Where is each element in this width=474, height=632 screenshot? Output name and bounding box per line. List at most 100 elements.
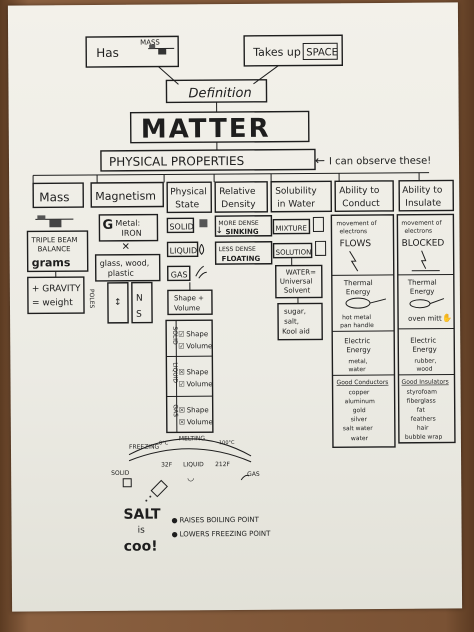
insulate-header-box — [398, 179, 455, 212]
magnet-arrow-icon: ↕ — [114, 298, 122, 308]
nonmagnetic-label-1: glass, wood, — [100, 259, 150, 268]
blocked-label: BLOCKED — [402, 239, 445, 249]
liquid-label: LIQUID — [170, 246, 198, 255]
insulate-electric-ex-2: wood — [416, 366, 432, 373]
conductor-copper: copper — [349, 389, 370, 396]
solubility-header-1: Solubility — [275, 186, 317, 196]
salt-is: is — [138, 526, 146, 536]
frying-pan-icon — [345, 297, 371, 309]
solid-low-label: SOLID — [111, 470, 130, 477]
gas-low-label: GAS — [247, 471, 260, 478]
conduct-header-box — [334, 180, 395, 213]
phase-arc-top — [128, 438, 252, 457]
more-dense-box — [214, 215, 273, 237]
grams-label: grams — [32, 256, 71, 269]
pole-s-label: S — [136, 310, 142, 320]
shape-volume-box — [167, 289, 213, 316]
check-liquid-volume: ☑ — [179, 380, 185, 388]
observe-note: I can observe these! — [329, 156, 431, 168]
metal-iron-box — [98, 213, 159, 242]
good-insulators-title: Good Insulators — [402, 379, 449, 386]
conduct-movement-2: electrons — [339, 228, 367, 235]
cross-liquid-shape: ☒ — [178, 368, 184, 376]
mass-header-box — [32, 182, 85, 209]
temp-212-label: 212F — [215, 461, 231, 468]
salt-shaker-icon — [145, 479, 168, 502]
gas-box — [167, 265, 191, 282]
liquid-low-label: LIQUID — [183, 461, 204, 468]
magnet-icon: G — [102, 218, 113, 233]
insulator-fat: fat — [417, 407, 426, 414]
cube-icon — [122, 478, 132, 488]
sink-arrow-icon: ↓ — [215, 226, 223, 236]
gas-label: GAS — [171, 270, 188, 279]
water-label: WATER= — [286, 268, 316, 276]
solution-cup-icon — [315, 240, 327, 256]
takes-up-label: Takes up — [252, 46, 301, 59]
insulator-bubble-wrap: bubble wrap — [405, 434, 443, 441]
raises-boiling-label: RAISES BOILING POINT — [179, 516, 259, 525]
example-sugar: sugar, — [284, 308, 306, 316]
steam-icon — [195, 265, 207, 279]
shape-volume-label-2: Volume — [174, 304, 200, 312]
bullet-1-icon: ● — [171, 516, 177, 524]
insulator-hair: hair — [417, 425, 429, 432]
conductor-aluminum: aluminum — [345, 398, 375, 405]
check-row-3: Shape — [186, 368, 208, 376]
nonmagnetic-label-2: plastic — [108, 269, 134, 278]
magnetism-header: Magnetism — [95, 190, 156, 203]
physical-state-header-box — [166, 181, 213, 214]
droplet-icon — [199, 243, 205, 255]
conductor-silver: silver — [351, 416, 368, 423]
concept-map: Has MASS Takes up SPACE Definition MATTE… — [26, 34, 456, 555]
check-solid-volume: ☑ — [178, 342, 184, 350]
conduct-thermal-1: Thermal — [343, 279, 373, 287]
solubility-header-2: in Water — [277, 199, 315, 209]
insulate-electric-2: Energy — [412, 346, 437, 354]
conduct-electric-ex-1: metal, — [348, 358, 367, 365]
relative-density-header-2: Density — [221, 200, 256, 210]
has-mass-box — [85, 35, 180, 68]
has-label: Has — [96, 46, 119, 60]
magnet-bar-right — [131, 281, 153, 324]
insulate-electric-1: Electric — [410, 337, 436, 345]
conduct-thermal-ex-1: hot metal — [342, 314, 371, 321]
cross-gas-volume: ☒ — [179, 418, 185, 426]
insulate-thermal-1: Thermal — [407, 279, 437, 287]
relative-density-header-1: Relative — [219, 187, 256, 197]
insulate-thermal-2: Energy — [410, 288, 435, 296]
lowers-freezing-label: LOWERS FREEZING POINT — [180, 530, 272, 539]
metal-label: Metal: — [115, 219, 140, 228]
check-row-4: Volume — [187, 380, 213, 388]
insulate-movement-2: electrons — [404, 228, 432, 235]
check-row-5: Shape — [187, 406, 209, 414]
cross-arrows-icon: ✕ — [122, 242, 130, 253]
conductor-gold: gold — [353, 407, 366, 414]
gravity-line1: + GRAVITY — [32, 284, 81, 294]
triple-beam-label-1: TRIPLE BEAM — [31, 236, 78, 244]
gravity-line2: = weight — [32, 298, 73, 308]
example-koolaid: Kool aid — [282, 327, 310, 335]
matter-box — [129, 110, 310, 144]
poles-label: POLES — [88, 289, 95, 309]
check-row-2: Volume — [186, 342, 212, 350]
space-label: SPACE — [306, 47, 338, 58]
example-salt: salt, — [284, 318, 299, 326]
column-connectors — [32, 172, 420, 184]
universal-label: Universal — [280, 277, 313, 285]
solution-box — [272, 242, 313, 259]
side-gas-label: GAS — [172, 404, 179, 417]
insulate-electric-ex-1: rubber, — [414, 358, 436, 365]
conduct-thermal-2: Energy — [346, 288, 371, 296]
mass-header: Mass — [39, 190, 69, 204]
insulator-feathers: feathers — [411, 416, 436, 423]
mixture-cup-icon — [312, 216, 324, 232]
liquid-box — [166, 241, 199, 258]
flows-label: FLOWS — [340, 239, 372, 249]
insulate-header-1: Ability to — [402, 186, 443, 196]
conduct-movement-1: movement of — [336, 220, 377, 227]
insulate-pan-icon — [409, 299, 431, 309]
shape-volume-label-1: Shape + — [174, 294, 204, 302]
side-liquid-label: LIQUID — [171, 362, 178, 383]
